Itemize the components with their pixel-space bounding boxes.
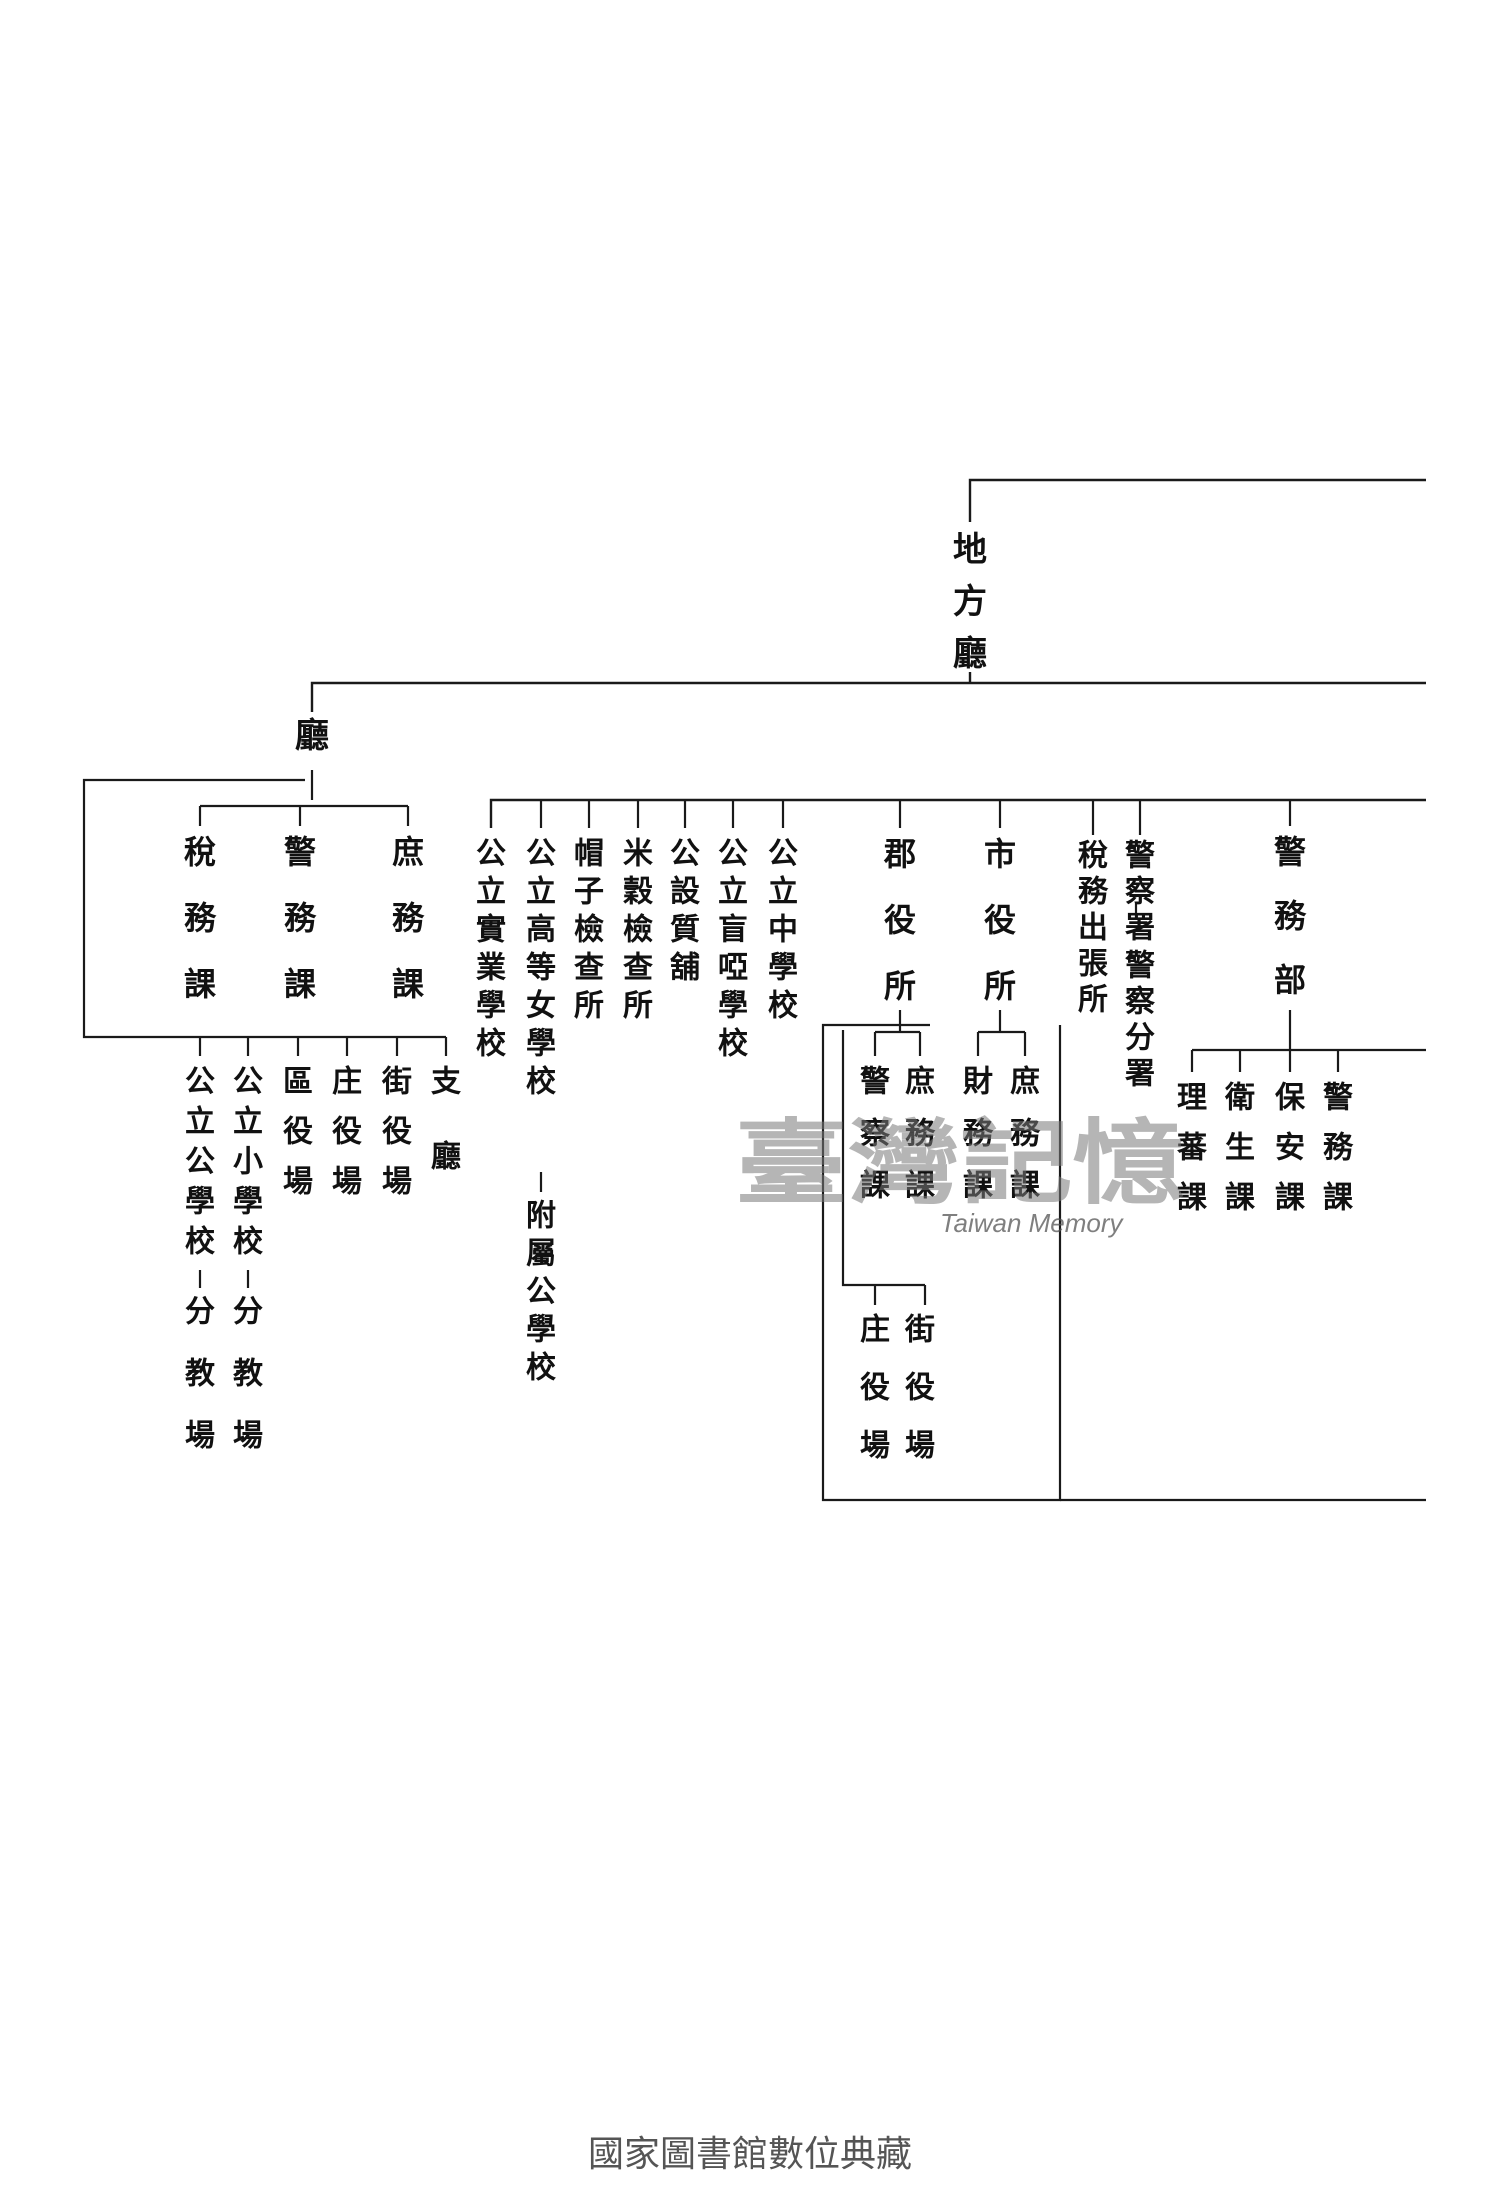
- node-gunyakusho: 郡役所: [883, 835, 916, 1005]
- node-shichiho: 公設質舖: [670, 837, 700, 986]
- node-shogakko: 公立小學校: [233, 1065, 263, 1260]
- node-chihoucho: 地方廳: [953, 530, 987, 674]
- node-kojo-fuzoku: 附屬公學校: [526, 1199, 556, 1386]
- node-beikoku: 米穀檢查所: [623, 837, 654, 1024]
- node-shoyakuba-cho: 庄役場: [332, 1065, 362, 1200]
- node-eiseika: 衛生課: [1224, 1081, 1256, 1216]
- node-zeimu-shuccho: 稅務出張所: [1078, 839, 1109, 1018]
- node-kuyakuba: 區役場: [283, 1065, 313, 1200]
- watermark-chinese: 臺灣記憶: [735, 1109, 1185, 1217]
- node-kogakko: 公立公學校: [185, 1065, 215, 1260]
- node-keimubu: 警務部: [1274, 833, 1307, 999]
- node-keimuka-bu: 警務課: [1323, 1081, 1354, 1216]
- node-jitsugyo: 公立實業學校: [476, 837, 506, 1062]
- node-gaiyakuba-cho: 街役場: [381, 1065, 412, 1200]
- labels: 地方廳 廳 稅務課 警務課 庶務課 公立公學校 分教場 公立小學校 分教場 區役…: [184, 530, 1354, 1464]
- node-shomuka-gun: 庶務課: [905, 1065, 936, 1204]
- node-shicho: 支廳: [431, 1065, 461, 1175]
- node-moua: 公立盲啞學校: [718, 837, 748, 1062]
- node-riban: 理蕃課: [1177, 1081, 1208, 1216]
- node-keisatsuka: 警察課: [860, 1065, 891, 1204]
- watermark-english: Taiwan Memory: [940, 1208, 1125, 1238]
- node-hoanka: 保安課: [1275, 1081, 1306, 1216]
- node-kojo: 公立高等女學校: [526, 837, 556, 1100]
- node-shomuka-cho: 庶務課: [392, 833, 425, 1003]
- node-keimuka-cho: 警務課: [284, 833, 317, 1003]
- node-boshi: 帽子檢查所: [574, 837, 604, 1024]
- node-cho: 廳: [295, 716, 329, 756]
- footer-text: 國家圖書館數位典藏: [588, 2134, 912, 2175]
- node-chugakko: 公立中學校: [768, 837, 798, 1024]
- node-shogakko-bunkyojo: 分教場: [233, 1295, 263, 1454]
- node-gaiyakuba-gun: 街役場: [904, 1313, 935, 1464]
- node-shoyakuba-gun: 庄役場: [860, 1313, 890, 1464]
- watermark: 臺灣記憶 Taiwan Memory: [735, 1109, 1185, 1238]
- node-shiyakusho: 市役所: [984, 835, 1016, 1005]
- connector-lines: [82, 478, 1426, 1502]
- node-zeimuka-cho: 稅務課: [184, 833, 217, 1003]
- node-keisatsu-bunsho: 警察分署: [1125, 949, 1156, 1092]
- node-zaimuka: 財務課: [963, 1065, 994, 1204]
- node-shomuka-shi: 庶務課: [1010, 1065, 1041, 1204]
- node-keisatsusho: 警察署: [1125, 839, 1156, 946]
- node-kogakko-bunkyojo: 分教場: [185, 1295, 215, 1454]
